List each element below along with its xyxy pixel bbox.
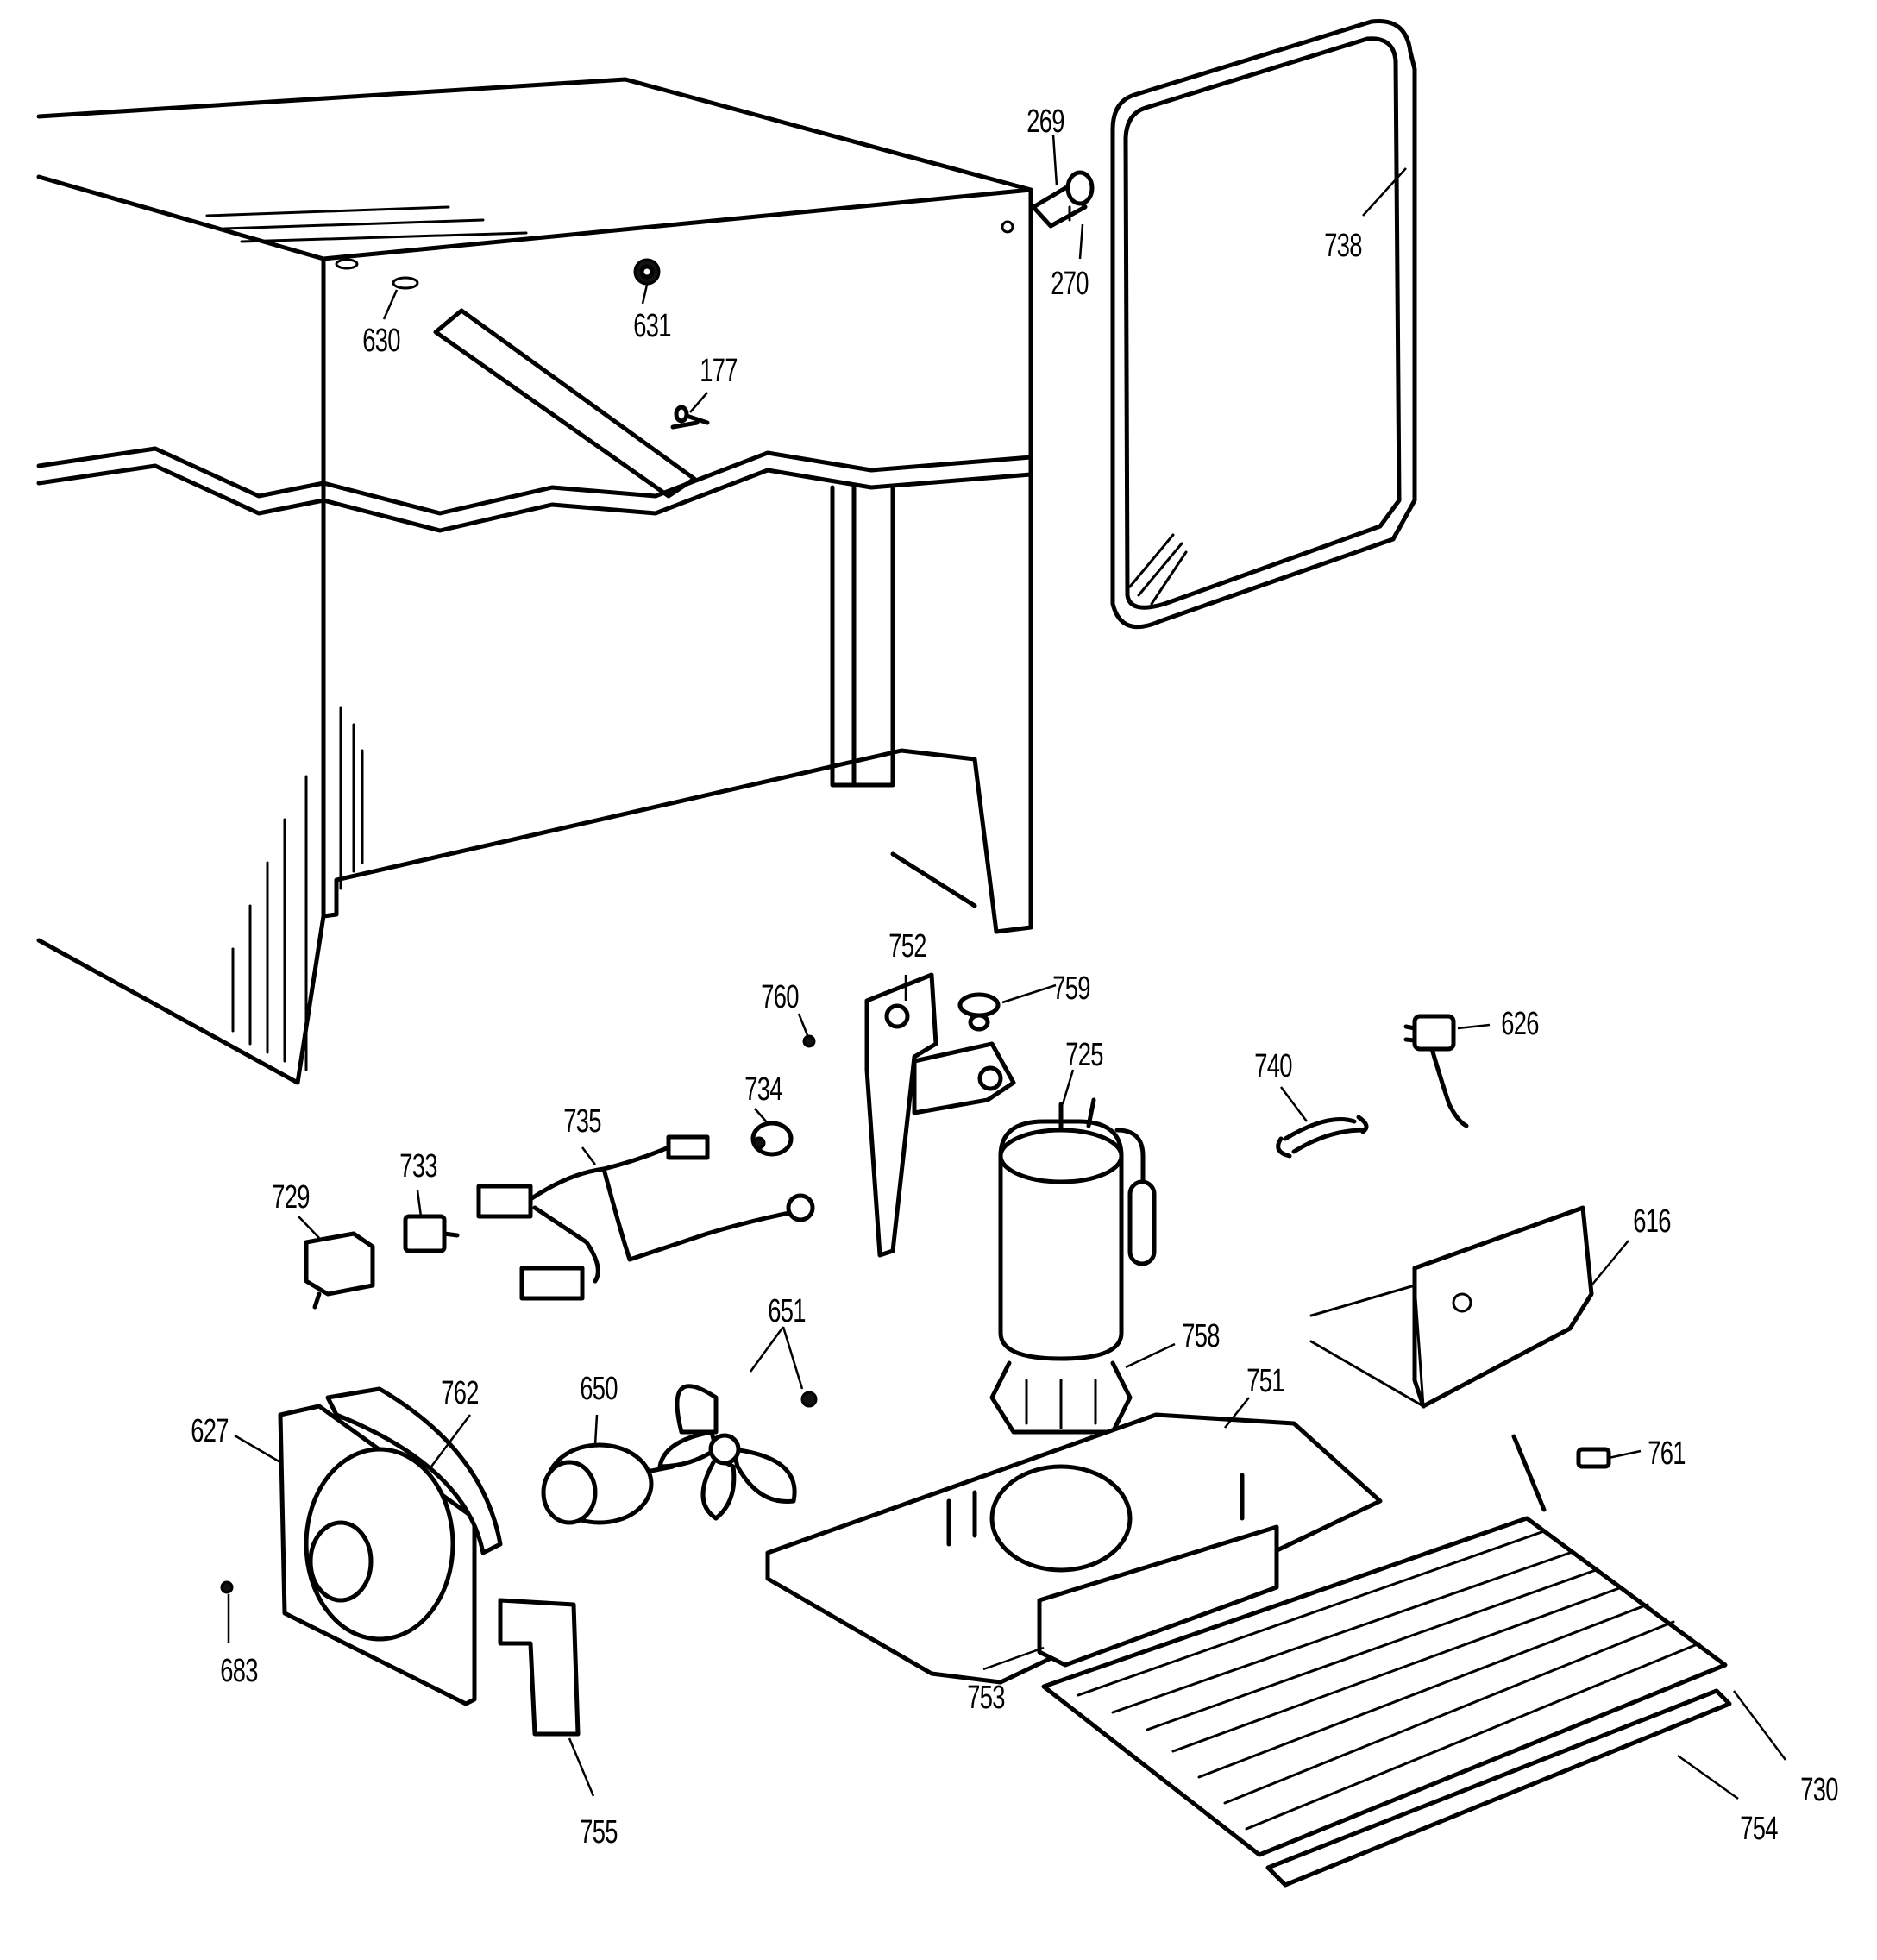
power-cord-626-illustration — [1403, 1014, 1469, 1128]
callout-762: 762 — [441, 1375, 479, 1411]
callout-616: 616 — [1633, 1203, 1671, 1240]
callout-177: 177 — [700, 353, 738, 389]
callout-627: 627 — [191, 1413, 229, 1449]
callout-735: 735 — [563, 1103, 601, 1140]
callout-760: 760 — [761, 979, 799, 1015]
callout-759: 759 — [1052, 971, 1090, 1007]
condenser-730-illustration — [1041, 1434, 1728, 1857]
overload-729-illustration — [304, 1231, 375, 1310]
strap-754-illustration — [1265, 1688, 1732, 1888]
screw-760-illustration — [802, 1034, 816, 1048]
drain-pan-616-illustration — [1309, 1205, 1594, 1409]
callout-730: 730 — [1800, 1772, 1838, 1808]
fan-shroud-627-illustration — [278, 1386, 503, 1706]
callout-651: 651 — [768, 1293, 806, 1329]
callout-754: 754 — [1740, 1811, 1778, 1847]
grommet-759-illustration — [957, 992, 1001, 1032]
callout-631: 631 — [633, 308, 671, 344]
callout-752: 752 — [888, 928, 926, 964]
spring-740-illustration — [1276, 1115, 1369, 1159]
compressor-725-illustration — [989, 1097, 1157, 1435]
callout-734: 734 — [744, 1071, 782, 1108]
screw-177-illustration — [674, 405, 710, 425]
callout-753: 753 — [967, 1680, 1005, 1716]
callout-755: 755 — [580, 1814, 618, 1850]
callout-270: 270 — [1051, 266, 1089, 302]
channel-753-illustration — [1037, 1524, 1279, 1668]
baffle-755-illustration — [498, 1598, 581, 1737]
wire-harness-735-illustration — [476, 1134, 815, 1301]
callout-725: 725 — [1065, 1037, 1103, 1073]
callout-630: 630 — [362, 323, 400, 359]
relay-733-illustration — [403, 1214, 460, 1253]
callout-729: 729 — [272, 1179, 310, 1216]
callout-751: 751 — [1246, 1363, 1284, 1399]
screw-683-illustration — [220, 1580, 234, 1594]
callout-269: 269 — [1026, 104, 1064, 140]
bracket-752-illustration — [864, 972, 1016, 1258]
door-gasket-illustration — [1110, 18, 1417, 630]
callout-733: 733 — [399, 1148, 437, 1184]
callout-738: 738 — [1324, 228, 1362, 264]
hinge-pin-illustration — [1031, 170, 1095, 229]
callout-650: 650 — [580, 1371, 618, 1407]
fan-blade-651-illustration — [657, 1384, 818, 1521]
clip-761-illustration — [1576, 1447, 1611, 1469]
callout-626: 626 — [1501, 1006, 1539, 1042]
thermostat-734-illustration — [750, 1121, 794, 1157]
callout-761: 761 — [1648, 1435, 1686, 1472]
cabinet-illustration — [36, 77, 1033, 1085]
callout-758: 758 — [1182, 1318, 1220, 1354]
leader-lines — [227, 134, 1786, 1800]
callout-740: 740 — [1254, 1048, 1292, 1084]
fan-motor-650-illustration — [541, 1442, 675, 1525]
callout-683: 683 — [220, 1653, 258, 1689]
